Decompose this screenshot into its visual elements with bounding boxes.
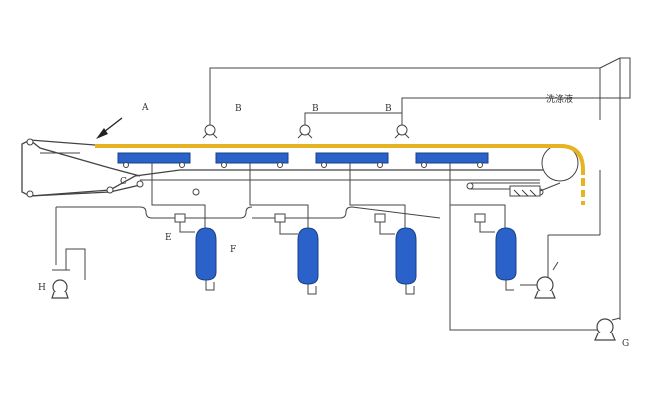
vacuum-tray <box>215 152 289 164</box>
spray-nozzle <box>204 124 216 136</box>
label-e: E <box>165 233 172 243</box>
roller <box>192 188 200 196</box>
label-c: C <box>120 177 127 187</box>
vacuum-tray <box>117 152 191 164</box>
wash-pipes <box>202 57 631 320</box>
spray-nozzle <box>299 124 311 136</box>
label-b-3: B <box>385 104 392 114</box>
valve <box>374 213 386 223</box>
label-wash-liquid: 洗涤液 <box>546 93 573 105</box>
valve <box>274 213 286 223</box>
vacuum-tray <box>415 152 489 164</box>
spray-nozzle <box>396 124 408 136</box>
feed-arrow <box>96 117 123 139</box>
vacuum-trays <box>117 152 489 168</box>
label-b-2: B <box>312 104 319 114</box>
valve <box>174 213 186 223</box>
separator-vessels <box>195 227 517 295</box>
label-a: A <box>141 103 149 113</box>
pump-h <box>51 248 86 299</box>
label-h: H <box>38 283 46 293</box>
roller <box>136 180 144 188</box>
vessel <box>195 227 217 281</box>
valve <box>474 213 486 223</box>
label-g: G <box>622 339 629 349</box>
belt-cleaner <box>509 182 561 197</box>
roller <box>106 186 114 194</box>
label-b-1: B <box>235 104 242 114</box>
vessel <box>297 227 319 285</box>
roller <box>26 190 34 198</box>
label-f: F <box>230 245 236 255</box>
pump-g <box>449 205 621 341</box>
filter-cloth <box>95 144 586 205</box>
vessel <box>395 227 417 285</box>
filtrate-lines <box>55 163 506 265</box>
roller <box>26 138 34 146</box>
vessel <box>495 227 517 281</box>
roller <box>466 182 474 190</box>
vacuum-tray <box>315 152 389 164</box>
